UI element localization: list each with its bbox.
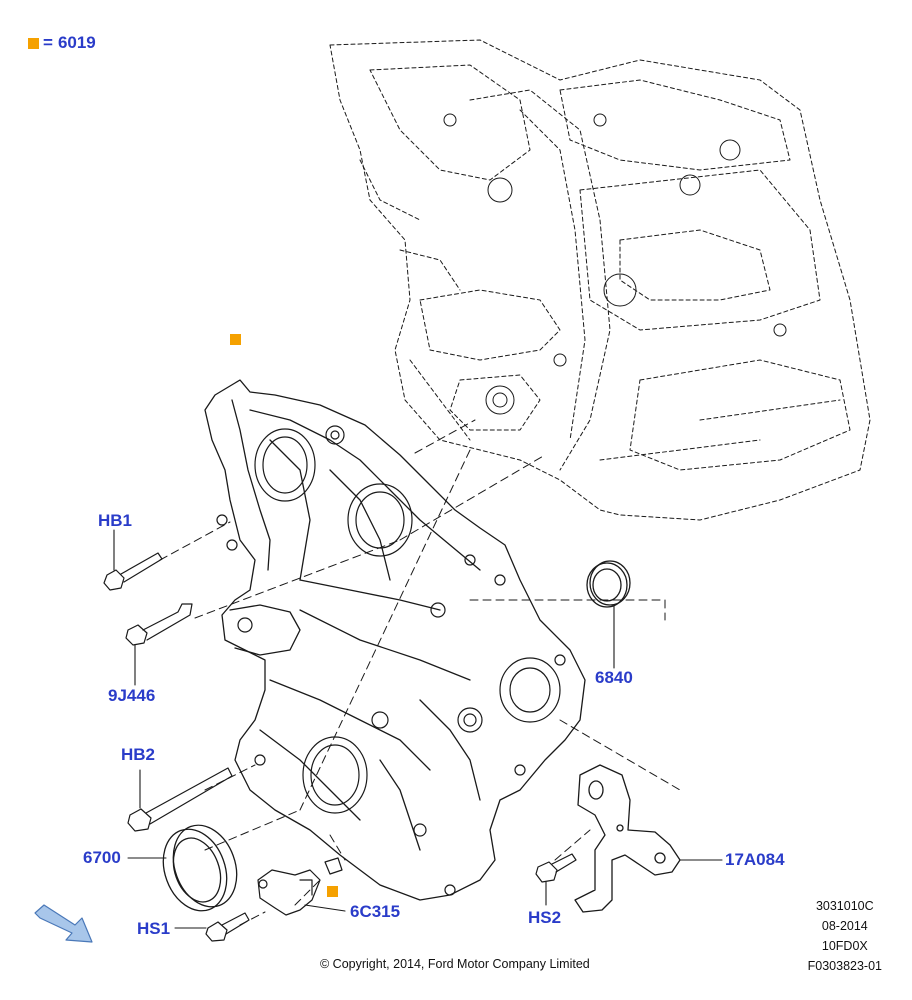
bolt-hb2 <box>127 767 233 832</box>
callout-hb2: HB2 <box>121 745 156 764</box>
bolt-hs1 <box>205 912 250 942</box>
copyright-notice: © Copyright, 2014, Ford Motor Company Li… <box>320 957 590 971</box>
callout-9j446: 9J446 <box>108 686 156 705</box>
bolt-hb1 <box>103 552 163 591</box>
seal-6840 <box>586 560 631 608</box>
engine-block-outline <box>329 39 871 521</box>
legend: = 6019 <box>28 33 96 53</box>
legend-part-number: 6019 <box>57 33 96 52</box>
code-line-1: 3031010C <box>815 899 874 913</box>
callout-hb1: HB1 <box>98 511 133 530</box>
direction-arrow <box>34 904 93 943</box>
timing-cover <box>204 379 586 901</box>
stud-9j446 <box>125 603 193 646</box>
code-line-4: F0303823-01 <box>807 959 882 973</box>
code-line-3: 10FD0X <box>821 939 868 953</box>
timing-cover-bores <box>216 425 566 896</box>
callout-hs2: HS2 <box>528 908 562 927</box>
engine-block-holes <box>443 113 787 415</box>
sensor-6c315 <box>257 857 343 916</box>
marker-sensor <box>327 886 338 897</box>
marker-cover <box>230 334 241 345</box>
callout-17a084: 17A084 <box>725 850 785 869</box>
callout-leaders <box>113 529 723 929</box>
callout-hs1: HS1 <box>137 919 171 938</box>
callout-6700: 6700 <box>83 848 121 867</box>
legend-marker <box>28 37 39 49</box>
alignment-lines <box>159 419 681 926</box>
callout-6840: 6840 <box>595 668 633 687</box>
bolt-hs2 <box>535 853 577 883</box>
legend-equals: = <box>43 33 53 52</box>
bracket-17a084 <box>574 764 681 913</box>
seal-6700 <box>162 824 238 912</box>
code-line-2: 08-2014 <box>821 919 868 933</box>
document-codes: 3031010C 08-2014 10FD0X F0303823-01 <box>808 896 882 976</box>
callout-6c315: 6C315 <box>350 902 401 921</box>
